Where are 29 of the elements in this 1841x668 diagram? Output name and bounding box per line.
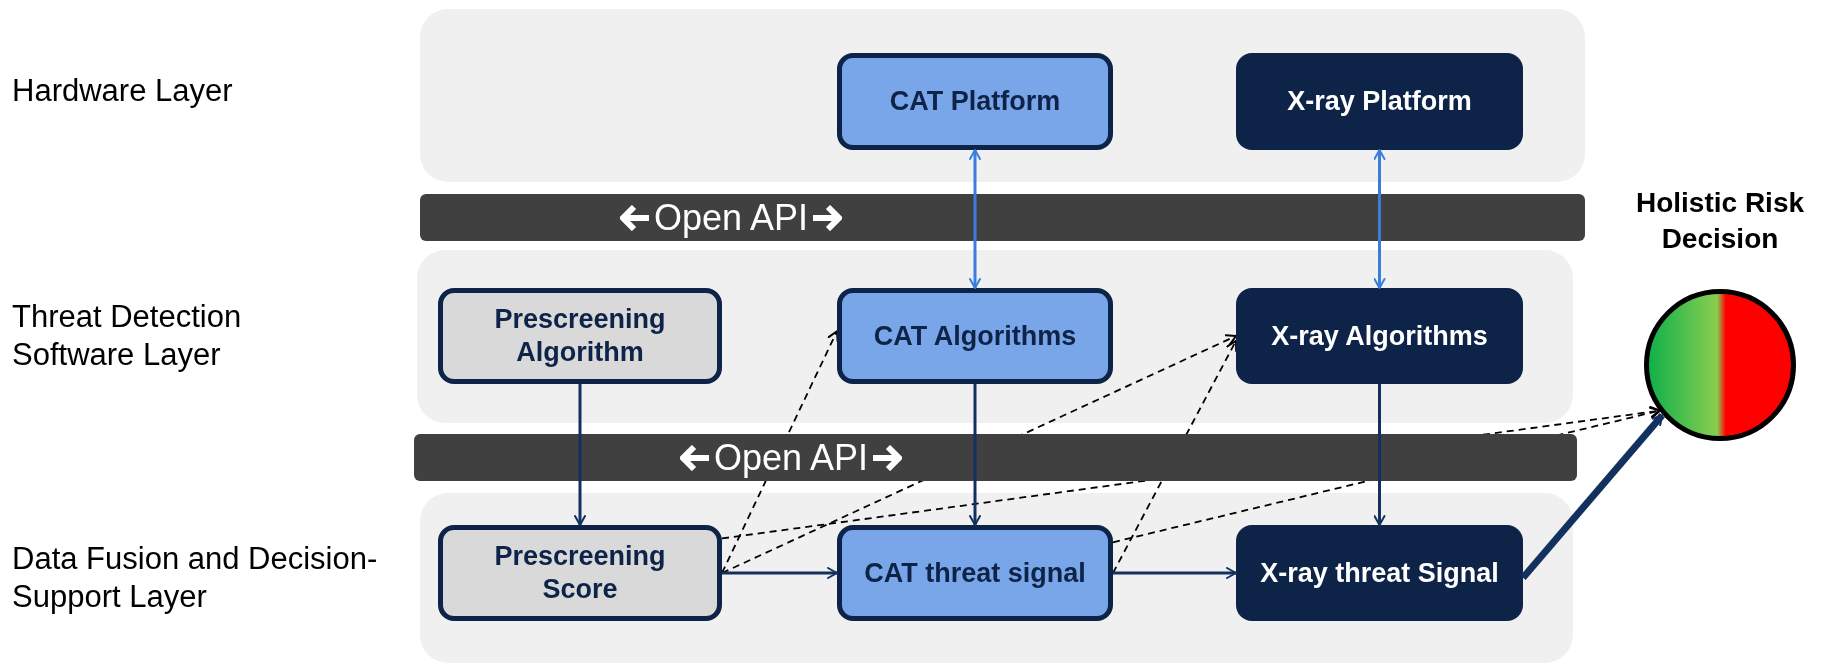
arrow [722, 567, 838, 579]
dashed-arrow [721, 330, 839, 574]
component-box: X-ray Algorithms [1236, 288, 1523, 384]
arrow [1113, 567, 1237, 579]
arrow [1373, 149, 1386, 289]
component-box: Prescreening Algorithm [438, 288, 722, 384]
component-box: Prescreening Score [438, 525, 722, 621]
layer-band [420, 9, 1585, 182]
layer-band [417, 250, 1573, 423]
component-box: CAT Algorithms [837, 288, 1113, 384]
component-box: CAT threat signal [837, 525, 1113, 621]
dashed-arrow [1112, 406, 1661, 544]
arrow [574, 384, 586, 526]
component-box: X-ray Platform [1236, 53, 1523, 150]
dashed-arrow [721, 334, 1237, 574]
arrow [1373, 384, 1386, 526]
dashed-arrow [1112, 339, 1238, 574]
component-box: CAT Platform [837, 53, 1113, 150]
api-label: Open API [714, 439, 869, 476]
api-label: Open API [654, 199, 809, 236]
decision-caption: Holistic Risk Decision [1634, 186, 1806, 256]
layer-band [420, 493, 1573, 663]
arrow [969, 384, 981, 526]
arrow [969, 149, 981, 289]
layer-label: Hardware Layer [12, 72, 234, 110]
layer-label: Threat Detection Software Layer [12, 298, 243, 374]
arrow [1520, 412, 1665, 581]
component-box: X-ray threat Signal [1236, 525, 1523, 621]
layer-label: Data Fusion and Decision-Support Layer [12, 540, 379, 616]
